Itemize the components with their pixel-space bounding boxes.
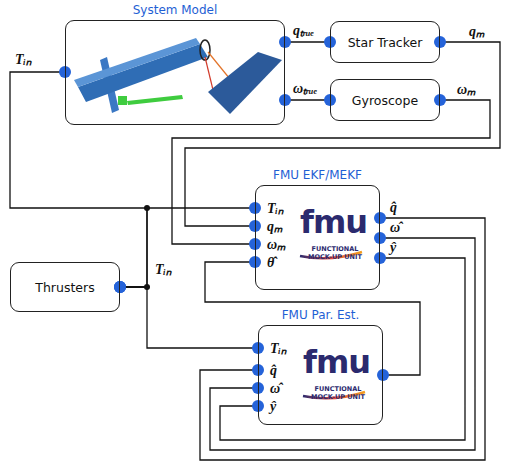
sensor-box: Gyroscope — [330, 79, 440, 121]
connector — [285, 41, 330, 42]
signal-label: ωₘ — [456, 82, 477, 97]
port-dot — [374, 252, 386, 264]
signal-label: q̂ — [389, 200, 398, 215]
connector — [200, 218, 485, 460]
connector — [172, 100, 490, 244]
block-heading: FMU Par. Est. — [239, 308, 402, 322]
block-heading: System Model — [46, 3, 304, 17]
port-label: ωₘ — [267, 237, 286, 252]
port-dot — [279, 94, 291, 106]
block-heading: FMU EKF/MEKF — [236, 168, 399, 182]
signal-label: Tᵢₙ — [14, 52, 33, 67]
port-dot — [279, 36, 291, 48]
box-label: Star Tracker — [348, 35, 423, 50]
port-label: ω̂ — [270, 381, 280, 396]
fmu-block: FMU EKF/MEKFTᵢₙqₘωₘθ̂fmuFUNCTIONAL MOCK-… — [255, 185, 380, 290]
junction-dot — [144, 284, 150, 290]
sensor-box: Star Tracker — [330, 21, 440, 63]
connector — [120, 208, 255, 287]
port-label: qₘ — [267, 219, 283, 234]
signal-label: ŷ — [389, 240, 397, 255]
port-label: θ̂ — [267, 255, 274, 270]
port-label: Tᵢₙ — [267, 201, 284, 216]
connector — [210, 238, 475, 450]
port-dot — [114, 281, 126, 293]
port-dot — [114, 281, 126, 293]
connector — [285, 99, 330, 100]
junction-dot — [144, 205, 150, 211]
logo-subtitle: FUNCTIONAL MOCK-UP UNIT — [307, 386, 369, 401]
system-model-box: System Model — [65, 20, 285, 125]
port-dot — [114, 281, 126, 293]
signal-label: qₜᵣᵤₑ — [292, 23, 315, 38]
connector — [220, 258, 465, 440]
connector — [10, 72, 147, 287]
port-dot — [374, 232, 386, 244]
connector — [185, 42, 500, 226]
signal-label: qₘ — [468, 24, 486, 39]
logo-subtitle: FUNCTIONAL MOCK-UP UNIT — [304, 246, 366, 261]
signal-label: Tᵢₙ — [154, 262, 173, 277]
signal-label: ω̂ — [389, 220, 401, 235]
connector — [120, 287, 258, 348]
port-label: ŷ — [270, 399, 276, 414]
signal-label: ωₜᵣᵤₑ — [292, 81, 318, 96]
logo-text: fmu — [300, 206, 367, 238]
port-dot — [374, 212, 386, 224]
port-dot — [377, 369, 389, 381]
port-label: Tᵢₙ — [270, 341, 287, 356]
logo-text: fmu — [303, 346, 370, 378]
port-label: q̂ — [270, 363, 277, 378]
port-dot — [434, 94, 446, 106]
fmu-block: FMU Par. Est.Tᵢₙq̂ω̂ŷfmuFUNCTIONAL MOCK-… — [258, 325, 383, 425]
satellite-illustration — [74, 38, 282, 114]
box-label: Gyroscope — [352, 93, 418, 108]
port-dot — [434, 36, 446, 48]
box-label: Thrusters — [35, 280, 94, 295]
actuator-box: Thrusters — [10, 262, 120, 312]
